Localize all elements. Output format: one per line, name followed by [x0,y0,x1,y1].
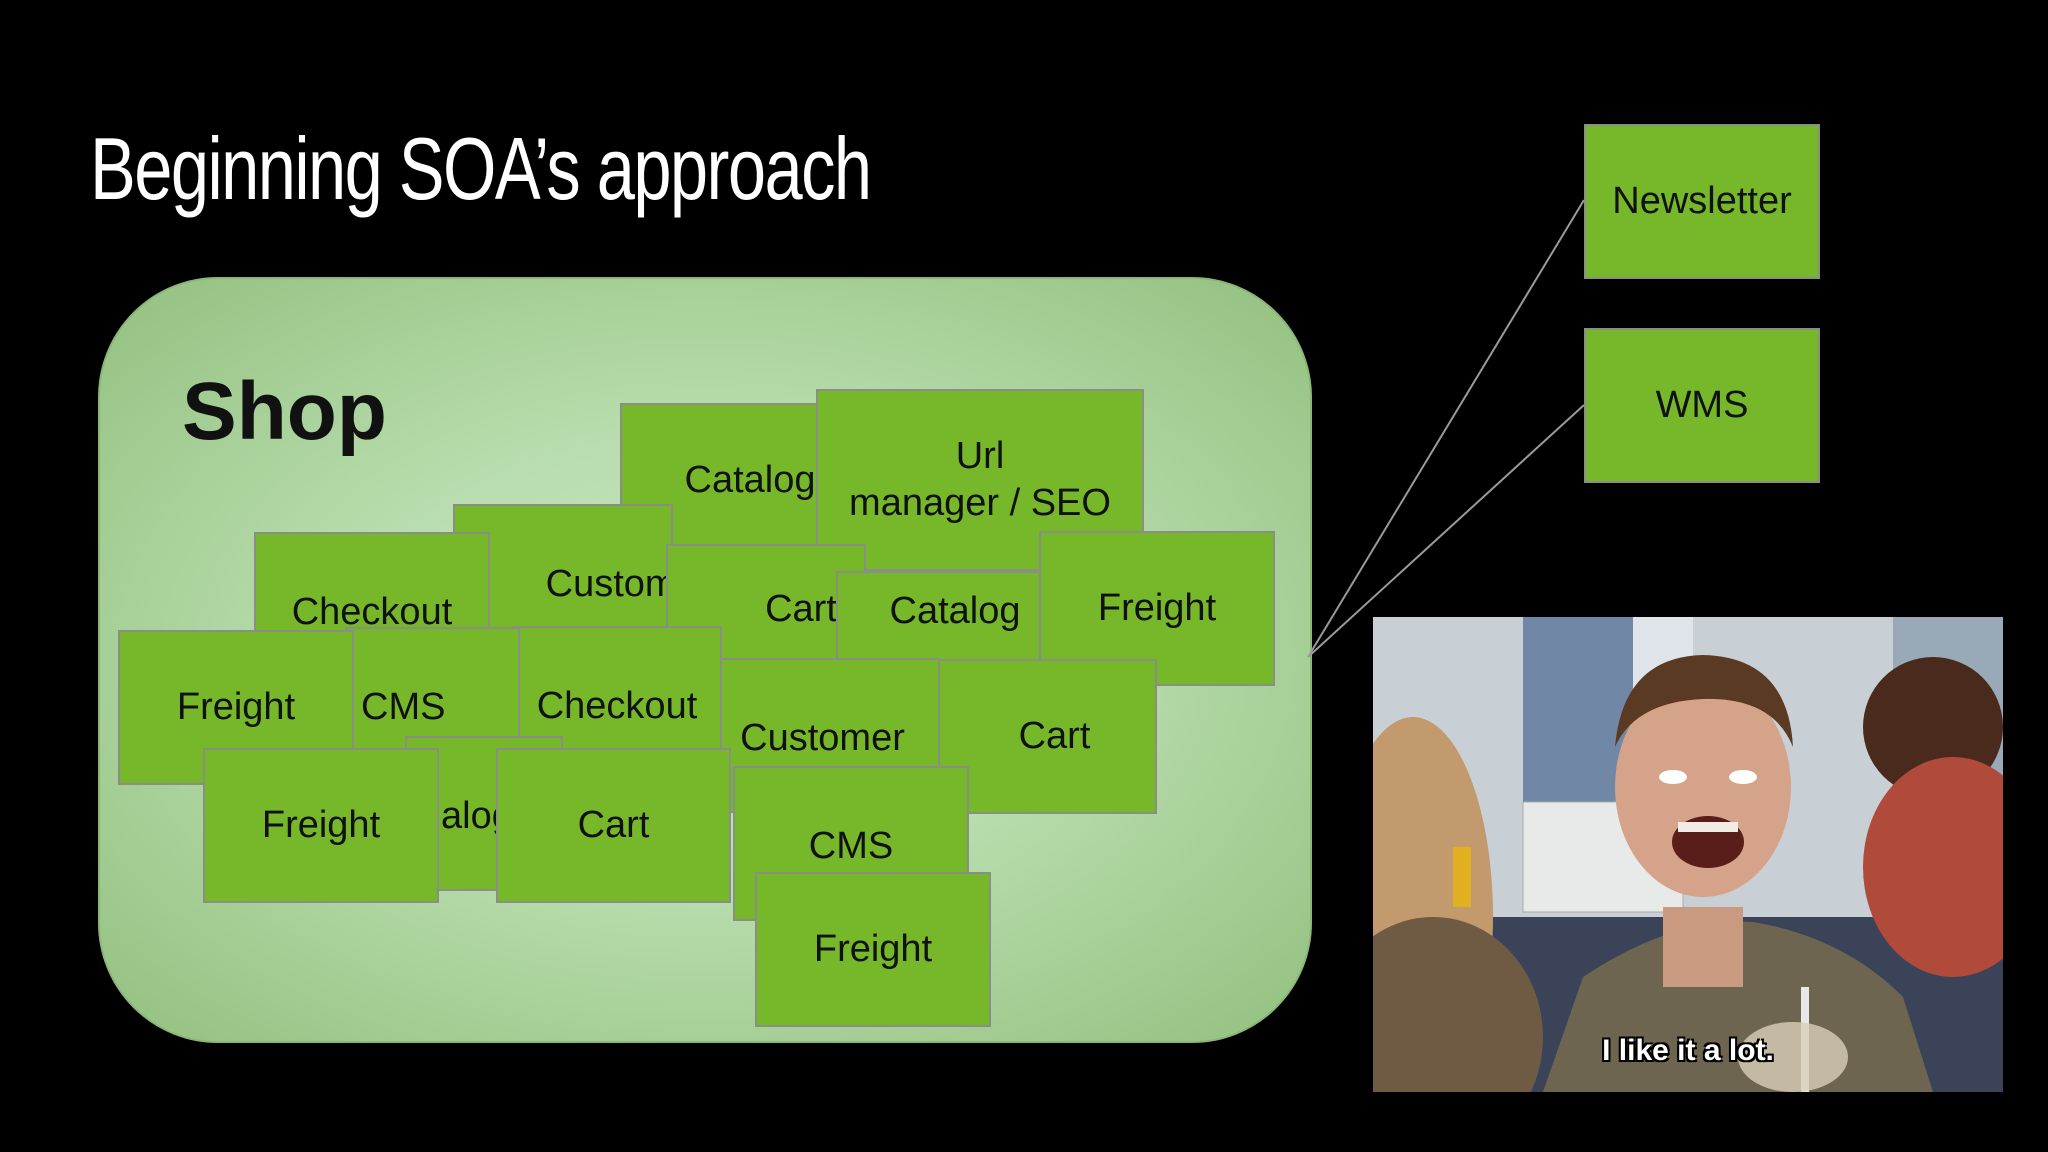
meme-caption: I like it a lot. [1602,1034,1774,1067]
shop-label: Shop [182,366,387,457]
slide-title: Beginning SOA’s approach [90,119,872,218]
meme-image: I like it a lot. [1373,617,2003,1092]
meme-scene-illustration [1373,617,2003,1092]
external-box-newsletter: Newsletter [1584,124,1820,279]
connector-newsletter [1307,199,1585,658]
external-box-wms: WMS [1584,328,1820,483]
service-box-cart: Cart [496,748,731,903]
service-box-freight: Freight [755,872,991,1027]
connector-wms [1307,404,1585,658]
service-box-freight: Freight [203,748,439,903]
